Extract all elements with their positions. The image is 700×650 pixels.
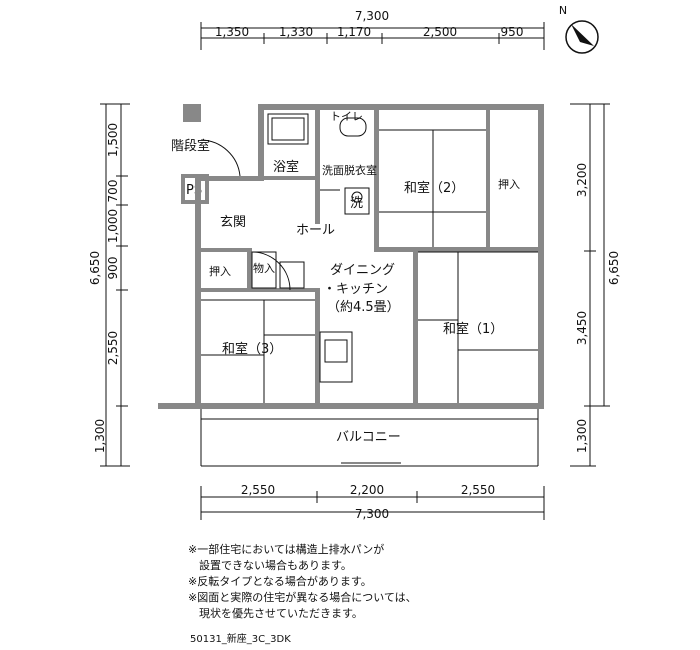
balcony-label: バルコニー bbox=[336, 430, 401, 445]
washitsu1-label: 和室（1） bbox=[443, 321, 503, 337]
oshiire-left-label: 押入 bbox=[209, 264, 231, 278]
right-segment-3: 1,300 bbox=[575, 419, 589, 453]
washer-label: 洗 bbox=[350, 196, 363, 211]
bottom-segment-3: 2,550 bbox=[461, 483, 495, 497]
bottom-segment-2: 2,200 bbox=[350, 483, 384, 497]
toilet-label: トイレ bbox=[330, 110, 363, 123]
top-total-dimension: 7,300 bbox=[355, 9, 389, 23]
left-segment-4: 900 bbox=[106, 257, 120, 280]
dk-label-line3: （約4.5畳） bbox=[327, 300, 400, 315]
top-segment-2: 1,330 bbox=[279, 25, 313, 39]
dk-label-line1: ダイニング bbox=[330, 263, 395, 278]
plan-lines bbox=[200, 113, 539, 467]
plan-code: 50131_新座_3C_3DK bbox=[190, 634, 291, 645]
right-dimensions bbox=[570, 103, 610, 467]
compass: N bbox=[559, 4, 599, 54]
stair-door-swing bbox=[200, 139, 241, 177]
note-line-4: ※図面と実際の住宅が異なる場合については、 bbox=[188, 591, 417, 604]
bottom-total-dimension: 7,300 bbox=[355, 507, 389, 521]
top-segment-1: 1,350 bbox=[215, 25, 249, 39]
note-line-3: ※反転タイプとなる場合があります。 bbox=[188, 575, 372, 588]
top-segment-4: 2,500 bbox=[423, 25, 457, 39]
left-segment-2: 700 bbox=[106, 180, 120, 203]
washitsu2-label: 和室（2） bbox=[404, 180, 464, 196]
left-segment-5: 2,550 bbox=[106, 331, 120, 365]
bottom-segment-1: 2,550 bbox=[241, 483, 275, 497]
dk-label-line2: ・キッチン bbox=[323, 282, 388, 297]
hall-label: ホール bbox=[296, 223, 335, 238]
washroom-label: 洗面脱衣室 bbox=[322, 163, 377, 177]
oshiire-right-label: 押入 bbox=[498, 177, 520, 191]
right-total-dimension: 6,650 bbox=[607, 251, 621, 285]
stair-column bbox=[183, 104, 201, 122]
storage-label: 物入 bbox=[253, 261, 275, 275]
top-segment-3: 1,170 bbox=[337, 25, 371, 39]
left-dimensions bbox=[100, 103, 130, 467]
left-total-dimension: 6,650 bbox=[88, 251, 102, 285]
note-line-5: 現状を優先させていただきます。 bbox=[188, 607, 363, 620]
note-line-1: ※一部住宅においては構造上排水パンが bbox=[188, 543, 385, 556]
top-segment-5: 950 bbox=[501, 25, 524, 39]
washitsu3-label: 和室（3） bbox=[222, 341, 282, 357]
left-segment-6: 1,300 bbox=[93, 419, 107, 453]
top-dimensions bbox=[200, 22, 545, 50]
compass-north-label: N bbox=[559, 4, 567, 17]
walls bbox=[158, 104, 544, 409]
entrance-label: 玄関 bbox=[220, 215, 246, 230]
note-line-2: 設置できない場合もあります。 bbox=[188, 559, 352, 572]
right-segment-2: 3,450 bbox=[575, 311, 589, 345]
left-segment-3: 1,000 bbox=[106, 209, 120, 243]
left-segment-1: 1,500 bbox=[106, 123, 120, 157]
bottom-dimensions bbox=[200, 486, 545, 520]
bath-label: 浴室 bbox=[273, 159, 299, 175]
notes: ※一部住宅においては構造上排水パンが 設置できない場合もあります。 ※反転タイプ… bbox=[188, 542, 417, 622]
stairwell-label: 階段室 bbox=[171, 138, 210, 154]
right-segment-1: 3,200 bbox=[575, 163, 589, 197]
